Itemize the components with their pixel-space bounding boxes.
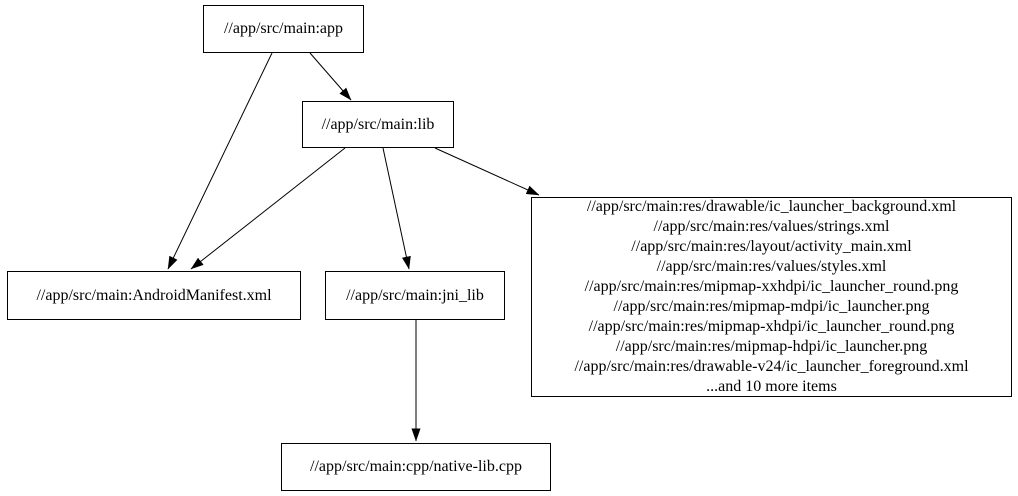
res-group-line: //app/src/main:res/drawable-v24/ic_launc… — [574, 358, 969, 375]
res-group-line: //app/src/main:res/mipmap-mdpi/ic_launch… — [613, 298, 930, 315]
res-group-line: //app/src/main:res/layout/activity_main.… — [631, 238, 912, 255]
res-group-line: //app/src/main:res/values/styles.xml — [656, 258, 887, 275]
edge-lib-to-jni-lib — [382, 147, 411, 270]
node-lib: //app/src/main:lib — [302, 101, 454, 148]
node-lib-label: //app/src/main:lib — [321, 115, 435, 133]
node-native-lib-cpp: //app/src/main:cpp/native-lib.cpp — [281, 443, 551, 491]
res-group-line: //app/src/main:res/mipmap-xxhdpi/ic_laun… — [584, 278, 959, 295]
node-jni-lib-label: //app/src/main:jni_lib — [346, 286, 484, 304]
node-androidmanifest-label: //app/src/main:AndroidManifest.xml — [36, 286, 272, 304]
node-res-group: //app/src/main:res/drawable/ic_launcher_… — [531, 197, 1012, 397]
node-app: //app/src/main:app — [203, 5, 364, 53]
res-group-more-items: ...and 10 more items — [706, 378, 837, 395]
res-group-line: //app/src/main:res/mipmap-hdpi/ic_launch… — [615, 338, 928, 355]
res-group-line: //app/src/main:res/mipmap-xhdpi/ic_launc… — [588, 318, 955, 335]
edge-app-to-androidmanifest — [167, 52, 273, 270]
edge-app-to-lib — [309, 52, 352, 101]
edge-lib-to-androidmanifest — [190, 147, 346, 270]
res-group-line: //app/src/main:res/drawable/ic_launcher_… — [586, 198, 957, 215]
node-androidmanifest: //app/src/main:AndroidManifest.xml — [7, 271, 301, 320]
edge-lib-to-res-group — [434, 147, 540, 196]
node-jni-lib: //app/src/main:jni_lib — [325, 271, 505, 320]
res-group-line: //app/src/main:res/values/strings.xml — [653, 218, 890, 235]
node-native-lib-cpp-label: //app/src/main:cpp/native-lib.cpp — [310, 458, 522, 475]
node-app-label: //app/src/main:app — [223, 20, 344, 37]
